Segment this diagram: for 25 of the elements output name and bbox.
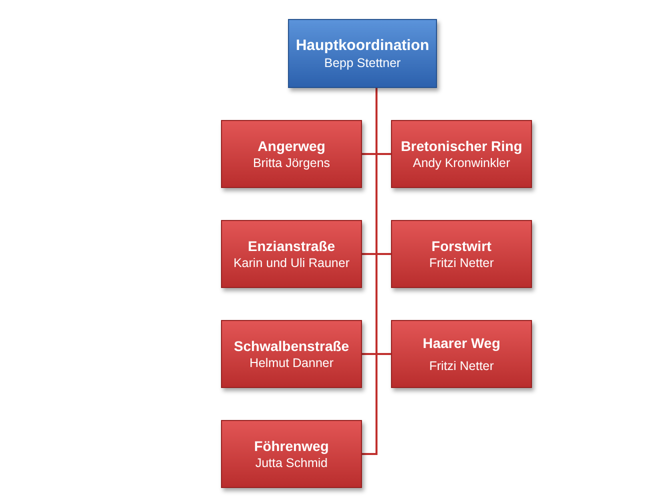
person-name: Helmut Danner [249,354,334,372]
person-name: Bepp Stettner [324,54,401,72]
person-name: Jutta Schmid [255,454,328,472]
box-title: Haarer Weg [422,334,500,352]
box-title: Schwalbenstraße [234,336,350,354]
org-box [288,19,437,88]
org-box [391,120,532,188]
org-box [391,220,532,288]
person-name: Fritzi Netter [429,358,494,374]
person-name: Karin und Uli Rauner [233,254,350,272]
box-title: Enzianstraße [248,236,336,254]
connector-line [362,88,378,455]
box-title: Forstwirt [432,236,492,254]
person-name: Fritzi Netter [429,254,494,272]
box-title: Föhrenweg [254,436,329,454]
org-box [221,120,362,188]
org-box [221,220,362,288]
box-title: Hauptkoordination [296,36,430,54]
box-title: Bretonischer Ring [400,136,522,154]
person-name: Britta Jörgens [252,154,330,172]
org-box [221,420,362,488]
box-title: Angerweg [258,136,326,154]
org-box [391,320,532,388]
person-name: Andy Kronwinkler [412,154,510,172]
org-box [221,320,362,388]
